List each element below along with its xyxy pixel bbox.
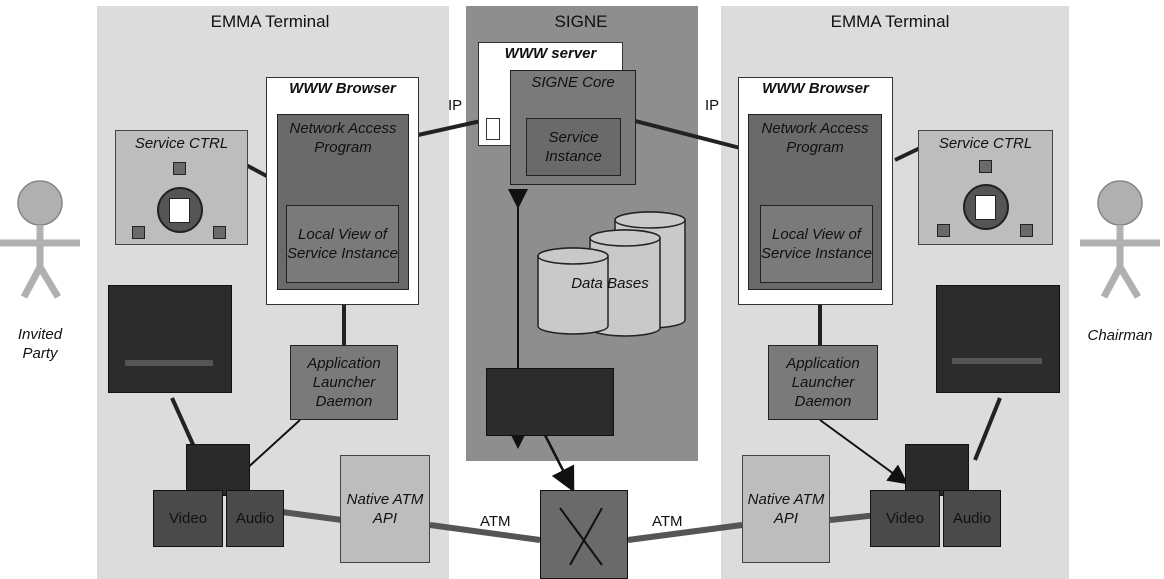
ip-label-left: IP xyxy=(448,97,463,114)
left-service-ctrl-square xyxy=(169,198,190,223)
right-service-ctrl-square xyxy=(975,195,996,220)
atm-label-left: ATM xyxy=(480,513,511,530)
right-application-ctrl xyxy=(936,285,1060,393)
atm-label-right: ATM xyxy=(652,513,683,530)
left-ctrl-dot-left xyxy=(132,226,145,239)
right-actor-label: Chairman xyxy=(1087,327,1153,344)
left-application-ctrl xyxy=(108,285,232,393)
right-cube-top xyxy=(905,444,969,496)
right-terminal-title: EMMA Terminal xyxy=(830,12,950,31)
right-native-atm-api: Native ATM API xyxy=(742,455,830,563)
left-actor-label: Invited Party xyxy=(17,326,63,362)
atm-switch-cross-icon xyxy=(559,507,603,566)
left-actor-icon xyxy=(0,180,80,299)
left-browser-title: WWW Browser xyxy=(289,80,396,97)
left-local-view: Local View of Service Instance xyxy=(286,205,399,283)
signe-www-server-slot xyxy=(486,118,500,140)
left-terminal-title: EMMA Terminal xyxy=(210,12,330,31)
signe-atm-controller xyxy=(486,368,614,436)
ip-label-right: IP xyxy=(705,97,720,114)
signe-title: SIGNE xyxy=(554,12,608,31)
right-application-launcher: Application Launcher Daemon xyxy=(768,345,878,420)
right-browser-title: WWW Browser xyxy=(762,80,869,97)
left-cube-top xyxy=(186,444,250,496)
left-video-cube: Video xyxy=(153,490,223,547)
signe-service-instance: Service Instance xyxy=(526,118,621,176)
right-ctrl-dot-right xyxy=(1020,224,1033,237)
left-ctrl-dot-top xyxy=(173,162,186,175)
signe-databases xyxy=(537,211,686,337)
right-video-cube: Video xyxy=(870,490,940,547)
right-ctrl-dot-top xyxy=(979,160,992,173)
left-ctrl-dot-right xyxy=(213,226,226,239)
left-service-ctrl-label: Service CTRL xyxy=(134,135,229,152)
left-application-ctrl-stripe xyxy=(125,360,213,366)
signe-databases-label: Data Bases xyxy=(571,275,649,292)
right-ctrl-dot-left xyxy=(937,224,950,237)
right-application-ctrl-stripe xyxy=(952,358,1042,364)
left-native-atm-api: Native ATM API xyxy=(340,455,430,563)
right-audio-cube: Audio xyxy=(943,490,1001,547)
right-service-ctrl-label: Service CTRL xyxy=(938,135,1033,152)
right-local-view: Local View of Service Instance xyxy=(760,205,873,283)
signe-core-label: SIGNE Core xyxy=(531,74,615,91)
signe-www-server-label: WWW server xyxy=(504,45,597,62)
left-application-launcher: Application Launcher Daemon xyxy=(290,345,398,420)
right-actor-icon xyxy=(1080,180,1160,299)
left-audio-cube: Audio xyxy=(226,490,284,547)
